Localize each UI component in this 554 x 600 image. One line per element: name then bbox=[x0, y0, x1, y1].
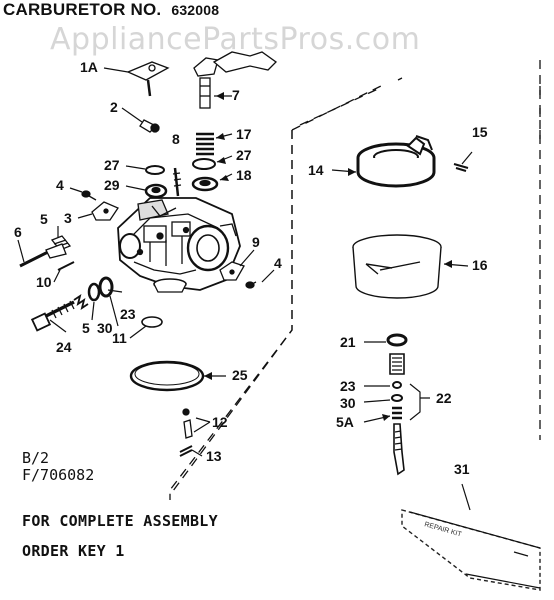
callout-22: 22 bbox=[436, 390, 452, 406]
callout-30-right: 30 bbox=[340, 395, 356, 411]
main-jet-24 bbox=[30, 300, 75, 332]
dashed-boundary-left bbox=[169, 130, 293, 496]
seal-29 bbox=[144, 183, 168, 199]
choke-shaft-plate bbox=[126, 61, 170, 97]
main-nozzle-22 bbox=[389, 353, 405, 476]
needle-13 bbox=[179, 445, 193, 457]
callout-23-right: 23 bbox=[340, 378, 356, 394]
callout-18: 18 bbox=[236, 167, 252, 183]
callout-5-lower: 5 bbox=[82, 320, 90, 336]
note-line-2: ORDER KEY 1 bbox=[22, 542, 125, 560]
carburetor-number: 632008 bbox=[171, 2, 220, 18]
hinge-pin-15 bbox=[453, 163, 469, 172]
diagram-title: CARBURETOR NO. 632008 bbox=[3, 0, 219, 20]
callout-13: 13 bbox=[206, 448, 222, 464]
float-bowl-16 bbox=[352, 234, 442, 299]
washer-27-left bbox=[145, 165, 165, 175]
callout-4-right: 4 bbox=[274, 255, 282, 271]
callout-1a: 1A bbox=[80, 59, 98, 75]
float-14 bbox=[356, 135, 436, 188]
callout-16: 16 bbox=[472, 257, 488, 273]
dashed-boundary-top bbox=[291, 83, 386, 131]
callout-5-upper: 5 bbox=[40, 211, 48, 227]
oring-30-left bbox=[87, 282, 101, 302]
callout-7: 7 bbox=[232, 87, 240, 103]
title-text: CARBURETOR NO. bbox=[3, 0, 162, 19]
watermark: AppliancePartsPros.com bbox=[50, 22, 421, 57]
callout-10: 10 bbox=[36, 274, 52, 290]
washer-23-left bbox=[98, 276, 114, 298]
code-line-1: B/2 bbox=[22, 449, 50, 467]
spring-17 bbox=[196, 132, 214, 156]
callout-25: 25 bbox=[232, 367, 248, 383]
seat-21 bbox=[386, 333, 408, 347]
spring-5-lower bbox=[73, 293, 89, 311]
callout-4-left: 4 bbox=[56, 177, 64, 193]
dashed-boundary bbox=[169, 77, 541, 500]
idle-needle-8 bbox=[172, 167, 182, 197]
throttle-plate-9 bbox=[219, 261, 245, 281]
pin-10 bbox=[57, 261, 75, 271]
callout-27-right: 27 bbox=[236, 147, 252, 163]
bowl-gasket-25 bbox=[129, 360, 205, 392]
note-line-1: FOR COMPLETE ASSEMBLY bbox=[22, 512, 218, 530]
callout-21: 21 bbox=[340, 334, 356, 350]
screw-4-left bbox=[81, 190, 97, 201]
arrowheads bbox=[204, 92, 452, 421]
callout-29: 29 bbox=[104, 177, 120, 193]
screw-2 bbox=[139, 119, 160, 133]
callout-14: 14 bbox=[308, 162, 324, 178]
callout-9: 9 bbox=[252, 234, 260, 250]
screw-4-right bbox=[245, 281, 257, 289]
callout-30-left: 30 bbox=[97, 320, 113, 336]
callout-15: 15 bbox=[472, 124, 488, 140]
callout-23-left: 23 bbox=[120, 306, 136, 322]
plug-11 bbox=[141, 316, 163, 328]
callout-27-left: 27 bbox=[104, 157, 120, 173]
float-pin-12 bbox=[182, 408, 193, 439]
throttle-shaft bbox=[193, 51, 278, 109]
washer-27-right bbox=[192, 158, 216, 170]
carburetor-body bbox=[117, 197, 241, 293]
choke-plate-3 bbox=[91, 201, 119, 221]
callout-24: 24 bbox=[56, 339, 72, 355]
callout-5A: 5A bbox=[336, 414, 354, 430]
callout-11: 11 bbox=[112, 330, 127, 346]
code-line-2: F/706082 bbox=[22, 466, 95, 484]
repair-kit-31 bbox=[401, 509, 541, 591]
callout-3: 3 bbox=[64, 210, 72, 226]
callout-2: 2 bbox=[110, 99, 118, 115]
callout-17: 17 bbox=[236, 126, 252, 142]
callout-12: 12 bbox=[212, 414, 228, 430]
seal-18 bbox=[191, 176, 219, 192]
callout-labels: 1A 2 7 8 17 27 18 27 29 4 5 3 6 10 9 4 2… bbox=[14, 59, 488, 477]
callout-6: 6 bbox=[14, 224, 22, 240]
needle-screw-6 bbox=[19, 243, 67, 268]
callout-8: 8 bbox=[172, 131, 180, 147]
callout-31: 31 bbox=[454, 461, 470, 477]
leader-lines bbox=[17, 67, 473, 511]
